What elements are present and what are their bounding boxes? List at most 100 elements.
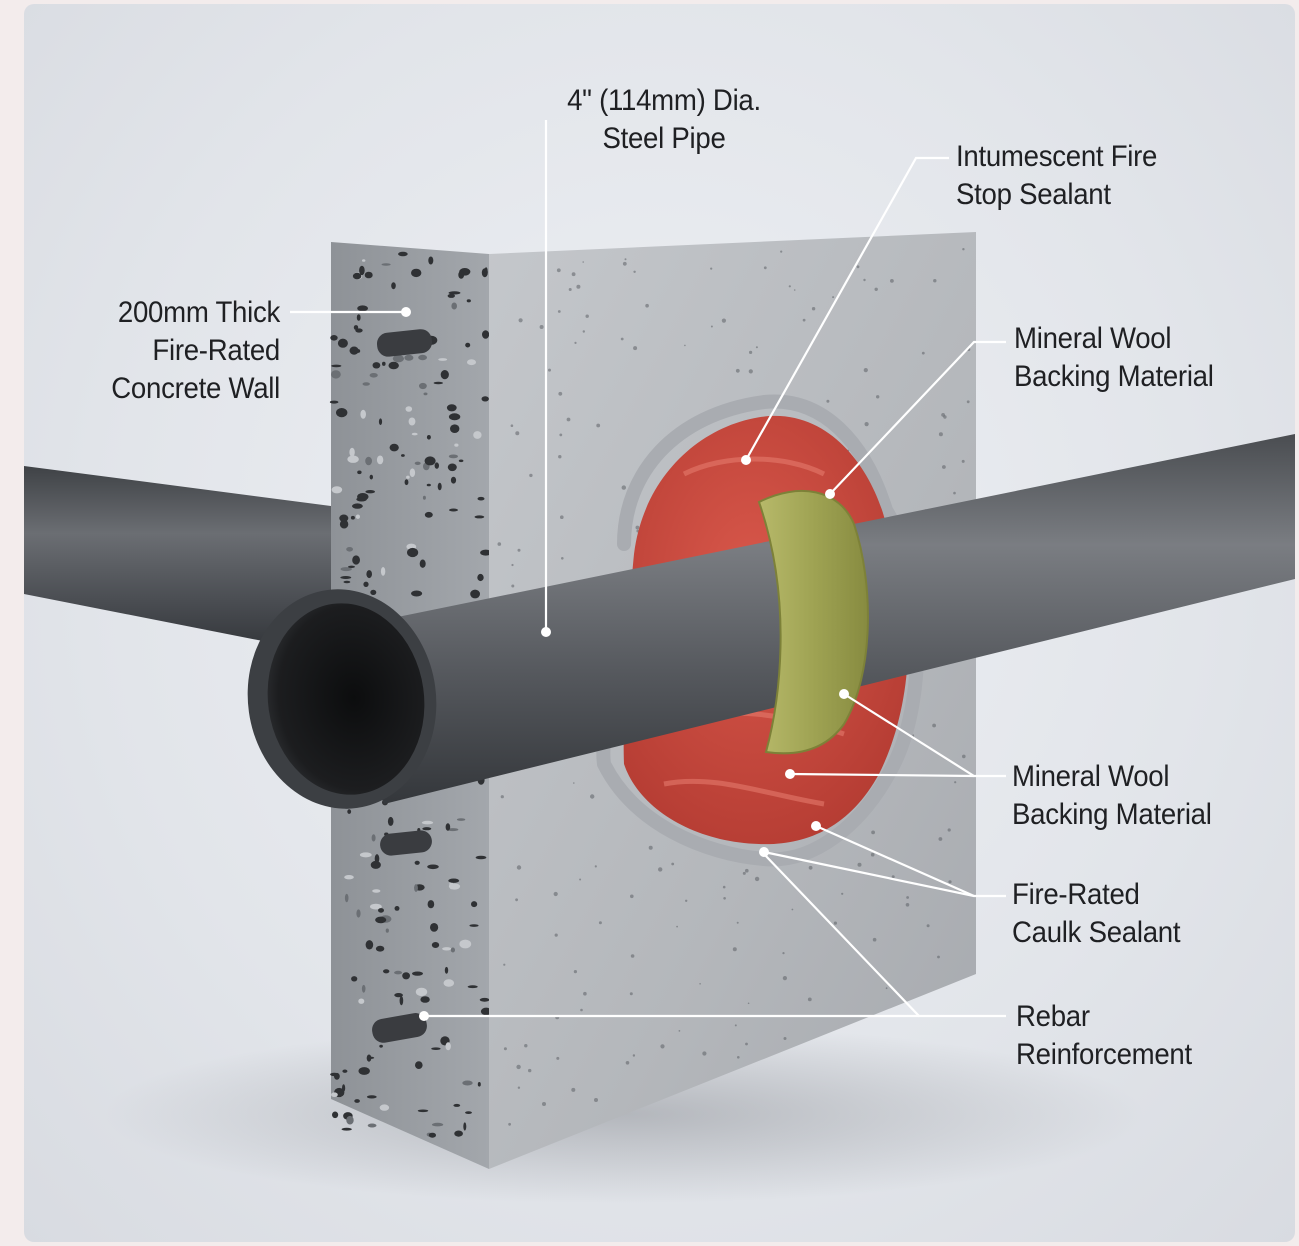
aggregate-speck	[415, 1061, 423, 1069]
aggregate-speck	[342, 1069, 348, 1073]
face-speck	[561, 557, 564, 560]
face-speck	[948, 880, 952, 884]
aggregate-speck	[458, 271, 465, 279]
face-speck	[658, 867, 663, 872]
face-speck	[511, 584, 515, 588]
aggregate-speck	[475, 855, 487, 860]
face-speck	[857, 862, 862, 867]
aggregate-speck	[434, 462, 439, 469]
face-speck	[582, 261, 584, 263]
aggregate-speck	[331, 364, 342, 368]
face-speck	[947, 828, 951, 832]
aggregate-speck	[471, 901, 478, 908]
aggregate-speck	[427, 900, 435, 909]
aggregate-speck	[378, 908, 384, 913]
aggregate-speck	[394, 993, 403, 998]
aggregate-speck	[337, 338, 348, 348]
aggregate-speck	[391, 282, 396, 290]
face-speck	[582, 330, 585, 333]
face-speck	[645, 303, 649, 308]
aggregate-speck	[347, 809, 352, 814]
face-speck	[802, 318, 806, 322]
aggregate-speck	[356, 909, 361, 918]
aggregate-speck	[414, 884, 418, 892]
aggregate-speck	[406, 475, 410, 479]
face-speck	[556, 1056, 560, 1060]
face-speck	[932, 723, 936, 728]
face-speck	[558, 455, 562, 459]
face-speck	[699, 983, 701, 985]
aggregate-speck	[366, 570, 373, 579]
aggregate-speck	[387, 816, 394, 826]
face-speck	[962, 754, 966, 759]
aggregate-speck	[419, 382, 427, 390]
aggregate-speck	[414, 461, 421, 465]
aggregate-speck	[481, 396, 489, 402]
aggregate-speck	[447, 463, 457, 472]
face-speck	[571, 1087, 576, 1092]
face-speck	[841, 892, 844, 895]
aggregate-speck	[437, 482, 442, 491]
aggregate-speck	[467, 985, 478, 989]
face-speck	[620, 337, 624, 341]
aggregate-speck	[449, 508, 458, 512]
aggregate-speck	[466, 299, 471, 303]
aggregate-speck	[357, 305, 368, 312]
aggregate-speck	[405, 406, 413, 412]
face-speck	[808, 865, 813, 870]
face-speck	[660, 1044, 665, 1049]
aggregate-speck	[470, 589, 480, 599]
aggregate-speck	[428, 1132, 436, 1138]
aggregate-speck	[376, 455, 384, 465]
face-speck	[710, 325, 713, 328]
aggregate-speck	[458, 459, 464, 463]
pipe-penetration-illustration	[24, 120, 1295, 1204]
face-speck	[721, 318, 727, 323]
aggregate-speck	[357, 470, 362, 475]
face-speck	[961, 459, 965, 463]
face-speck	[678, 1030, 681, 1032]
aggregate-speck	[448, 454, 458, 459]
face-speck	[780, 250, 783, 253]
aggregate-speck	[354, 1099, 360, 1103]
face-speck	[876, 395, 880, 399]
aggregate-speck	[418, 354, 427, 361]
aggregate-speck	[443, 979, 455, 987]
face-speck	[782, 976, 788, 981]
aggregate-speck	[463, 1122, 467, 1131]
aggregate-speck	[399, 996, 404, 1006]
face-speck	[954, 781, 957, 784]
aggregate-speck	[351, 976, 358, 982]
aggregate-speck	[372, 889, 381, 893]
face-speck	[864, 422, 869, 427]
aggregate-speck	[339, 519, 349, 529]
face-speck	[962, 248, 965, 251]
aggregate-speck	[331, 1092, 338, 1097]
face-speck	[553, 891, 558, 897]
aggregate-speck	[417, 1109, 429, 1113]
aggregate-speck	[409, 468, 416, 478]
face-speck	[568, 288, 572, 291]
aggregate-speck	[379, 1104, 390, 1111]
face-speck	[515, 431, 520, 436]
aggregate-speck	[349, 447, 355, 457]
aggregate-speck	[365, 490, 376, 494]
face-speck	[511, 563, 514, 567]
aggregate-speck	[465, 1111, 472, 1114]
aggregate-speck	[359, 852, 372, 858]
face-speck	[648, 845, 653, 850]
aggregate-speck	[357, 493, 369, 501]
face-speck	[594, 1098, 598, 1102]
aggregate-speck	[370, 860, 381, 869]
aggregate-speck	[454, 1130, 463, 1137]
face-speck	[517, 1086, 521, 1089]
face-speck	[783, 1037, 787, 1040]
aggregate-speck	[382, 361, 386, 366]
aggregate-speck	[450, 424, 460, 434]
aggregate-speck	[430, 923, 439, 932]
aggregate-speck	[388, 361, 399, 370]
aggregate-speck	[346, 1115, 354, 1125]
aggregate-speck	[331, 370, 341, 379]
aggregate-speck	[361, 984, 366, 993]
aggregate-speck	[447, 828, 459, 832]
